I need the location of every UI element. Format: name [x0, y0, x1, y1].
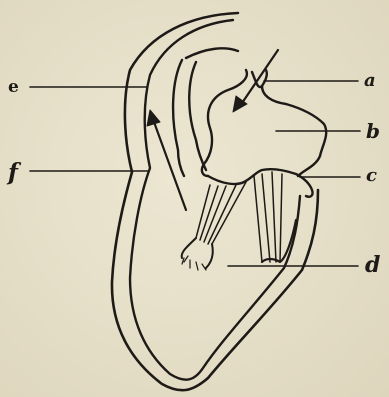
papillary-tips	[182, 256, 206, 270]
heart-inner-wall	[130, 20, 300, 380]
label-f: f	[8, 161, 18, 184]
ascending-vessel-right	[189, 62, 206, 170]
label-d: d	[365, 254, 380, 276]
chordae-tendineae	[196, 172, 282, 262]
label-b: b	[366, 121, 380, 141]
ascending-vessel-left	[173, 60, 184, 176]
heart-outer-wall	[112, 13, 318, 390]
label-e: e	[8, 79, 19, 96]
label-c: c	[366, 167, 377, 185]
aorta-wall	[186, 48, 238, 58]
label-a: a	[364, 72, 376, 90]
atrium-outline	[202, 70, 247, 176]
arrow-into-aorta	[147, 110, 186, 210]
